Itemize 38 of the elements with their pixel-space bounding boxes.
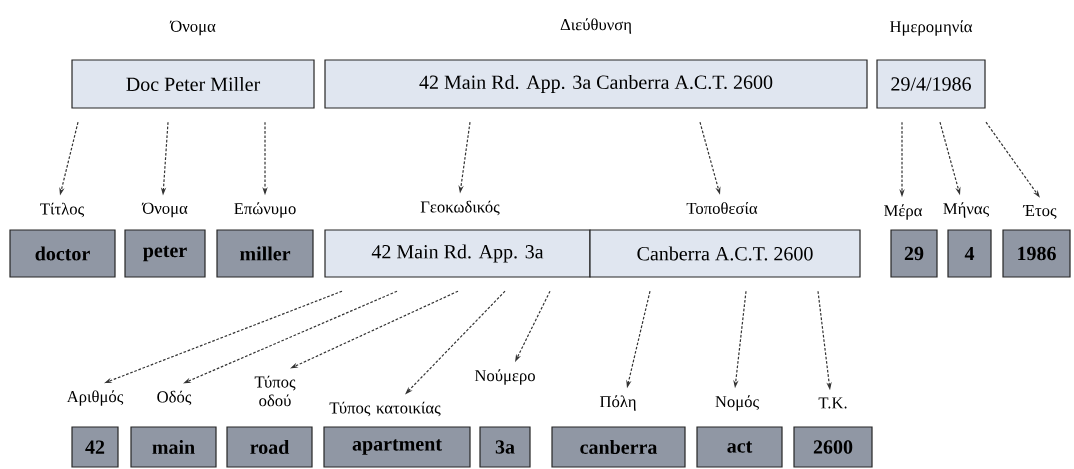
- value-box: miller: [216, 229, 314, 278]
- value-box: 2600: [793, 426, 873, 468]
- field-label: Επώνυμο: [234, 202, 296, 218]
- value-box: 42: [71, 426, 119, 468]
- field-label: Έτος: [1022, 205, 1057, 219]
- value-box: 3a: [479, 426, 531, 468]
- value-box: 29/4/1986: [876, 59, 986, 109]
- field-label: Πόλη: [600, 395, 636, 411]
- value-box: act: [696, 426, 783, 468]
- field-label: Νομός: [715, 395, 759, 411]
- field-label: Όνομα: [169, 20, 216, 36]
- field-label: Τύπος οδού: [254, 375, 296, 407]
- field-label: Διεύθυνση: [560, 18, 632, 34]
- value-box: 4: [947, 229, 992, 278]
- field-label: Αριθμός: [66, 390, 124, 406]
- value-box: peter: [124, 229, 206, 278]
- field-label: Γεοκωδικός: [420, 200, 500, 216]
- value-box: 1986: [1002, 229, 1071, 278]
- field-label: Ημερομηνία: [890, 20, 973, 36]
- field-label: Τύπος κατοικίας: [329, 401, 441, 417]
- field-label: Τ.Κ.: [818, 397, 847, 409]
- value-box: canberra: [551, 426, 686, 468]
- value-box: road: [226, 426, 313, 468]
- field-label: Τίτλος: [40, 202, 85, 218]
- field-label: Όνομα: [141, 202, 188, 218]
- value-box: 29: [890, 229, 938, 278]
- field-label: Μέρα: [884, 204, 923, 220]
- field-label: Μήνας: [943, 202, 990, 218]
- value-box: 42 Main Rd. App. 3a Canberra A.C.T. 2600: [324, 59, 868, 109]
- field-label: Οδός: [157, 390, 192, 406]
- value-box: Canberra A.C.T. 2600: [589, 229, 861, 278]
- value-box: main: [130, 426, 217, 468]
- value-box: doctor: [9, 229, 116, 278]
- value-box: 42 Main Rd. App. 3a: [324, 229, 591, 278]
- value-box: Doc Peter Miller: [71, 59, 315, 109]
- field-label: Νούμερο: [474, 369, 535, 385]
- value-box: apartment: [323, 426, 471, 468]
- field-label: Τοποθεσία: [686, 202, 758, 214]
